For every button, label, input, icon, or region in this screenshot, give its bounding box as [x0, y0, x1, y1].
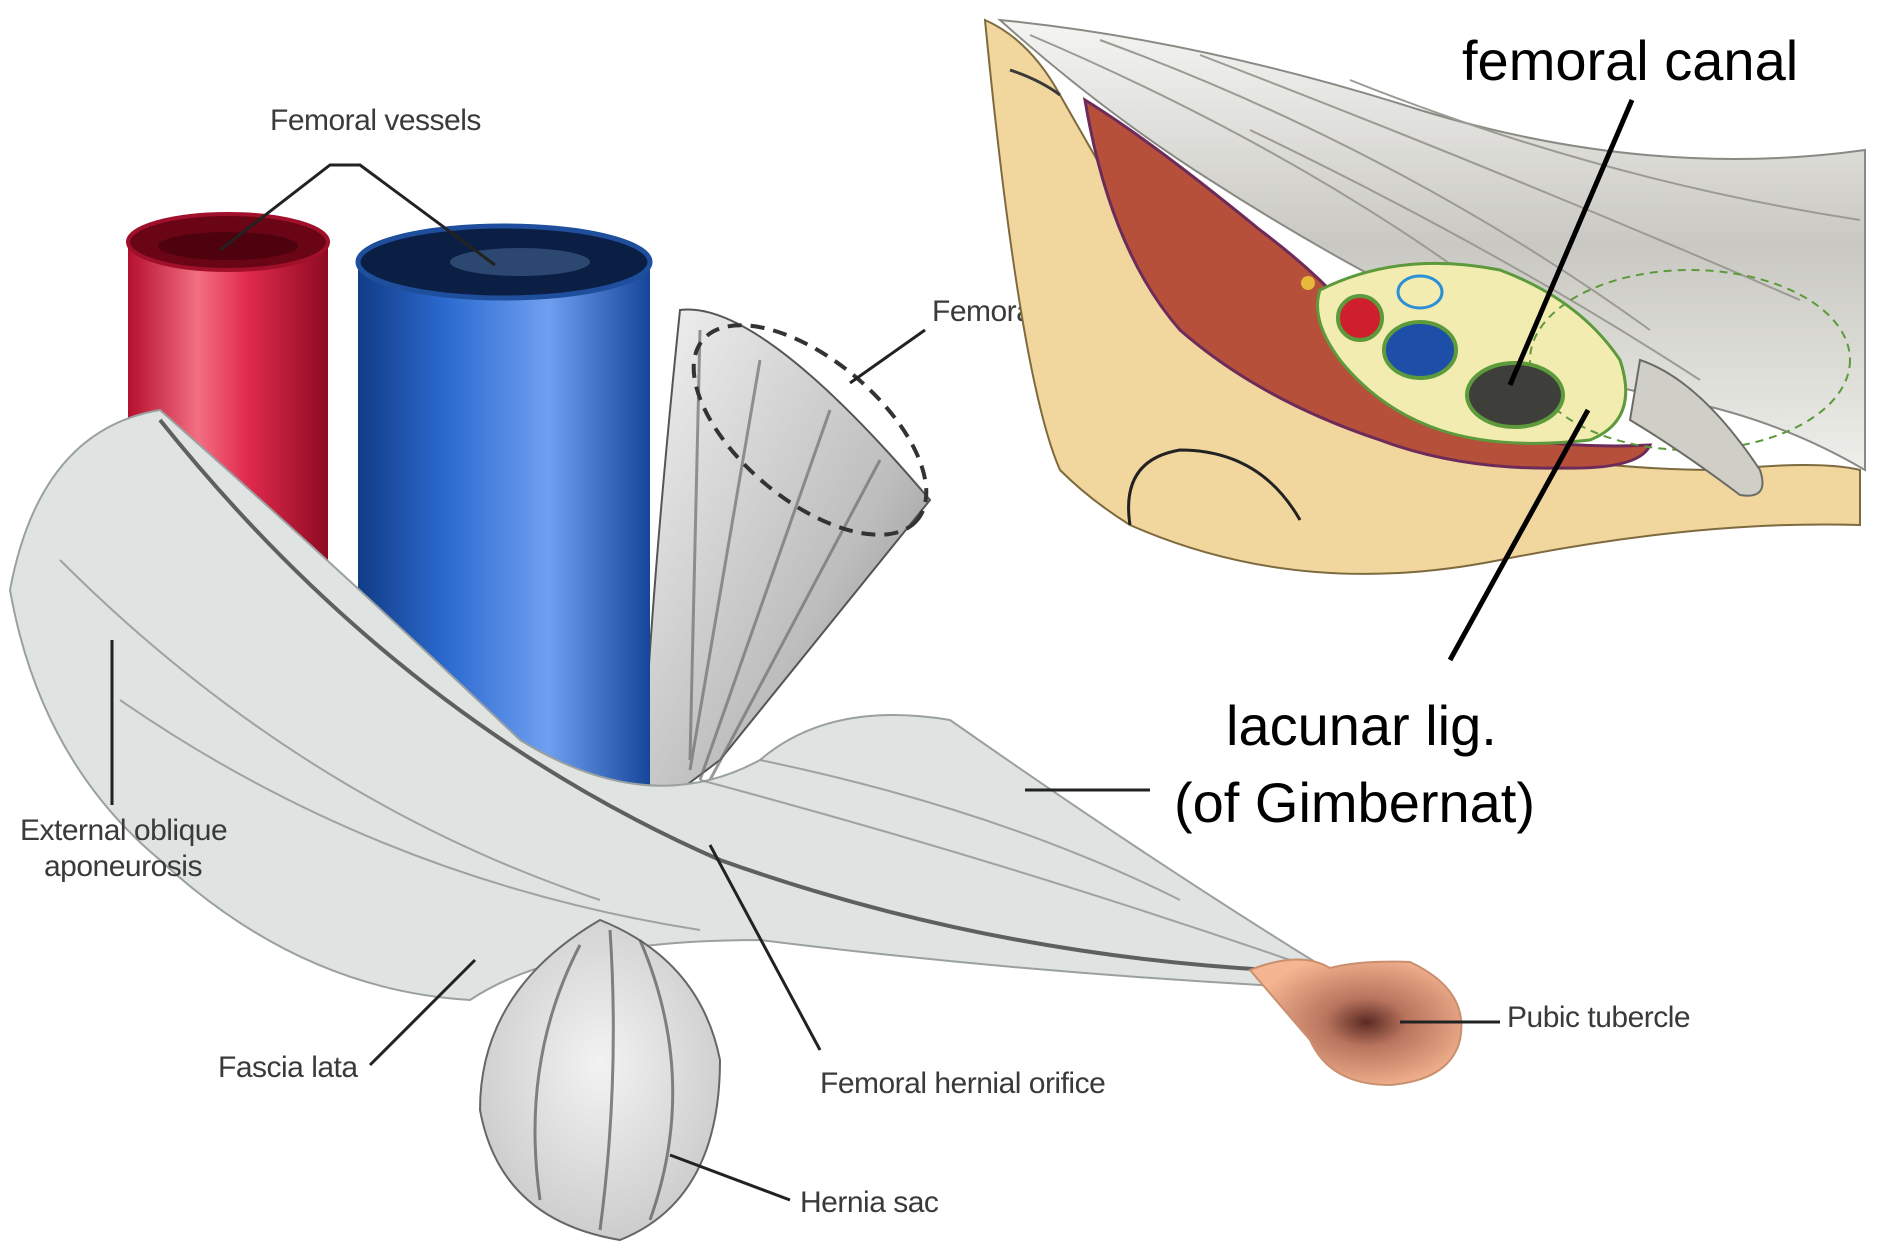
inset-artery — [1338, 296, 1382, 340]
label-hernia-sac: Hernia sac — [800, 1186, 939, 1219]
label-pubic-tubercle: Pubic tubercle — [1507, 1001, 1690, 1034]
label-femoral-hernial-orifice: Femoral hernial orifice — [820, 1067, 1105, 1100]
label-lacunar-line2: (of Gimbernat) — [1174, 771, 1535, 834]
label-femoral-vessels: Femoral vessels — [270, 104, 481, 137]
label-lacunar-line1: lacunar lig. — [1226, 694, 1497, 757]
inset-vein — [1384, 322, 1456, 378]
label-femoral-canal: femoral canal — [1462, 29, 1798, 92]
label-fascia-lata: Fascia lata — [218, 1051, 358, 1084]
right-inset: femoral canal lacunar lig. (of Gimbernat… — [985, 20, 1865, 834]
label-external-oblique-line2: aponeurosis — [44, 850, 202, 883]
label-external-oblique-line1: External oblique — [20, 814, 227, 847]
